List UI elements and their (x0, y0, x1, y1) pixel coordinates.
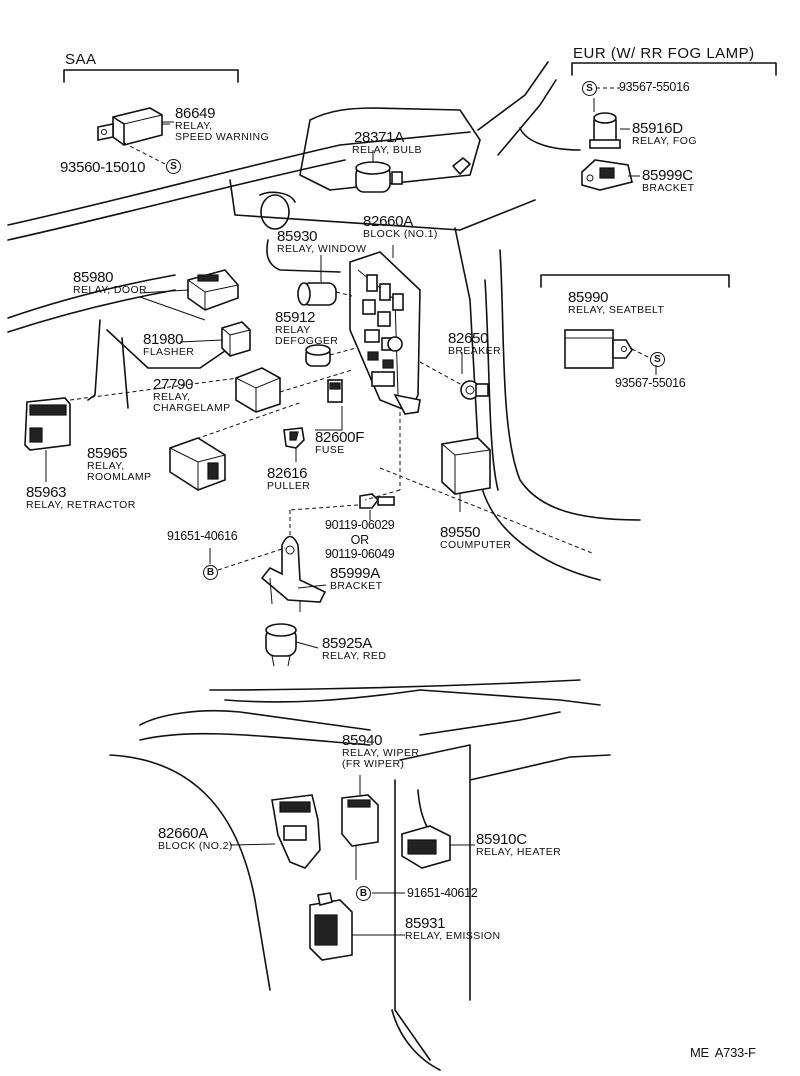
part-93560-15010: 93560-15010 (60, 159, 146, 176)
part-91651-40616: 91651-40616 (167, 529, 238, 543)
part-85916d: 85916D RELAY, FOG (632, 120, 697, 147)
part-81980: 81980 FLASHER (143, 331, 195, 358)
roomlamp-relay-icon (169, 401, 303, 491)
seatbelt-relay-icon (564, 329, 651, 369)
puller-icon (283, 427, 305, 462)
part-93567-55016-seatbelt: 93567-55016 (615, 376, 686, 390)
screw-symbol: S (582, 81, 597, 96)
part-82616: 82616 PULLER (267, 465, 311, 492)
relay-bracket-icon (209, 535, 327, 612)
wiper-relay-icon (341, 775, 379, 880)
bulb-relay-icon (355, 150, 403, 193)
part-85910c: 85910C RELAY, HEATER (476, 831, 562, 858)
eur-bracket (571, 62, 777, 76)
breaker-icon (419, 352, 489, 400)
part-93567-55016-eur: 93567-55016 (619, 80, 690, 94)
diagram-id: ME A733-F (690, 1045, 756, 1060)
red-relay-icon (265, 623, 319, 667)
part-28371a: 28371A RELAY, BULB (352, 129, 422, 156)
emission-relay-icon (309, 892, 405, 961)
screw-symbol: S (650, 352, 665, 367)
part-86649: 86649 RELAY, SPEED WARNING (175, 105, 270, 143)
door-relay-icon (139, 269, 239, 321)
computer-icon (441, 437, 491, 512)
fuse-icon (315, 379, 343, 431)
part-82660a-block1: 82660A BLOCK (NO.1) (363, 213, 438, 240)
saa-bracket (63, 69, 239, 83)
part-85925a: 85925A RELAY, RED (322, 635, 387, 662)
part-27790: 27790 RELAY, CHARGELAMP (153, 376, 231, 414)
part-85999a: 85999A BRACKET (330, 565, 383, 592)
screw-symbol: S (166, 159, 181, 174)
speed-warning-relay-icon (97, 107, 170, 146)
window-relay-icon (297, 255, 353, 306)
part-85990: 85990 RELAY, SEATBELT (568, 289, 665, 316)
junction-block-2-icon (229, 794, 321, 869)
part-85912: 85912 RELAY DEFOGGER (275, 309, 339, 347)
part-89550: 89550 COUMPUTER (440, 524, 512, 551)
bolt-symbol: B (356, 886, 371, 901)
part-82660a-block2: 82660A BLOCK (NO.2) (158, 825, 233, 852)
bolt-icon (289, 412, 593, 554)
heater-relay-icon (401, 825, 475, 869)
part-85965: 85965 RELAY, ROOMLAMP (87, 445, 152, 483)
part-82600f: 82600F FUSE (315, 429, 365, 456)
eur-header: EUR (W/ RR FOG LAMP) (573, 45, 755, 62)
instrument-panel-outline (7, 61, 641, 581)
part-82650: 82650 BREAKER (448, 330, 501, 357)
part-85940: 85940 RELAY, WIPER (FR WIPER) (342, 732, 420, 770)
defogger-relay-icon (305, 344, 357, 367)
bolt-symbol: B (203, 565, 218, 580)
part-85931: 85931 RELAY, EMISSION (405, 915, 501, 942)
part-85963: 85963 RELAY, RETRACTOR (26, 484, 136, 511)
saa-header: SAA (65, 51, 97, 68)
part-91651-40612: 91651-40612 (407, 886, 478, 900)
flasher-icon (179, 321, 251, 357)
part-85930: 85930 RELAY, WINDOW (277, 228, 367, 255)
retractor-relay-icon (24, 377, 239, 482)
chargelamp-relay-icon (235, 367, 353, 413)
seatbelt-bracket-line (540, 274, 730, 288)
kick-panel-outline (109, 679, 611, 1071)
fog-bracket-icon (581, 159, 640, 191)
junction-block-1-icon (349, 245, 421, 415)
part-90119: 90119-06029 OR 90119-06049 (325, 518, 395, 561)
fog-relay-icon (589, 98, 630, 149)
part-85980: 85980 RELAY, DOOR (73, 269, 148, 296)
part-85999c: 85999C BRACKET (642, 167, 695, 194)
